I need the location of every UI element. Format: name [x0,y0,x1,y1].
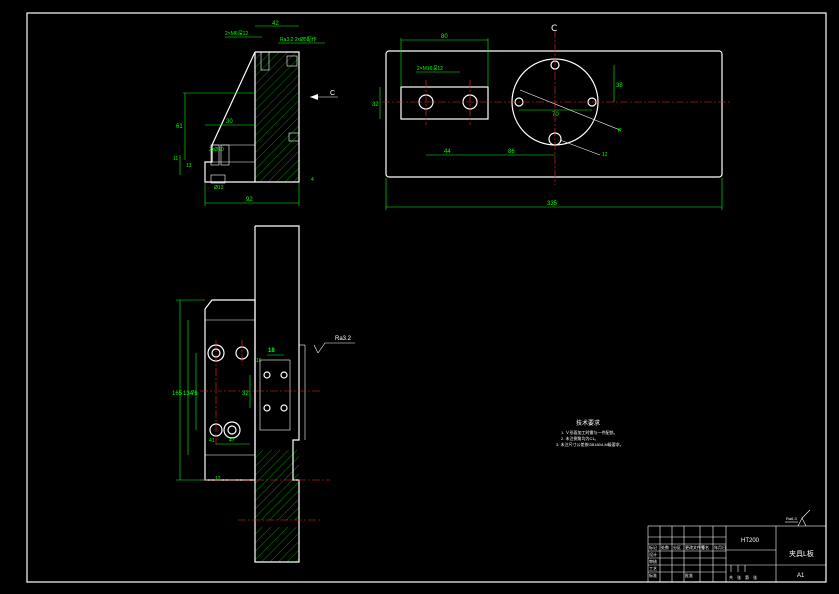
top-dim-circle: 70 [552,112,559,118]
front-view: 18 15 32 165 134 76 41 47 12 Ra3.2 [172,225,355,563]
side-view-hatched-section [255,52,299,182]
front-dim-bottom-1: 41 [209,438,215,444]
tb-row-label-2: 工艺 [649,566,657,571]
tech-note-line-1: 1. Ｖ形面加工时需与一件配铣。 [561,429,617,435]
top-dim-right-height: 38 [616,83,623,89]
side-dim-left-1: 11 [173,156,178,162]
side-dim-height: 61 [176,124,183,130]
tech-notes: 技术要求 1. Ｖ形面加工时需与一件配铣。 2. 未注倒角均为C1。 3. 未注… [556,419,624,447]
tb-scale-3: 张 [753,574,757,580]
section-mark: C [551,24,557,34]
tb-sheet-size: A1 [797,573,805,579]
tb-row-label-1: 审核 [649,558,657,564]
front-dim-small: 15 [256,358,262,364]
tb-scale-2: 第 [745,574,749,580]
tb-row-label-0: 设计 [649,551,657,557]
tb-row-label-3: 标准 [649,572,657,578]
side-dim-top-width: 42 [272,21,279,27]
tb-part-name: 夹具L板 [789,549,814,558]
side-dim-bottom-hole: Ø12 [214,185,224,191]
side-view: 42 2×M6深12 Ra3.2 2xØ5配作 61 30 2xØ10 11 1… [173,21,338,206]
tb-scale-1: 张 [737,574,741,580]
front-dim-height-3: 76 [191,391,198,397]
tb-header-2: 分区 [673,544,681,550]
top-view: C 80 2×M16深12 32 44 86 38 70 335 12 R [372,24,730,210]
front-dim-bottom-2: 47 [229,438,235,444]
tb-scale-0: 共 [729,574,733,580]
tb-header-3: 更改文件号 [685,544,705,550]
front-dim-vertical: 32 [242,391,249,397]
side-dim-step: 30 [226,119,233,125]
side-dim-roughness: Ra3.2 2xØ5配作 [280,36,317,43]
tb-header-0: 标记 [649,544,657,550]
top-dim-slot-width: 80 [441,34,448,40]
tb-header-4: 签名 [701,544,709,550]
side-dim-base-hole: 2xØ10 [209,147,224,153]
front-dim-spacing: 18 [268,348,275,354]
tb-row-label-4: 批准 [685,572,693,578]
top-dim-thread: 2×M16深12 [417,65,443,72]
top-note-r: R [618,128,622,134]
tb-roughness: Ra6.3 [786,516,797,521]
tech-note-line-3: 3. 未注尺寸公差按GB1804-M级要求。 [556,441,624,447]
side-dim-bottom-width: 92 [246,197,253,203]
front-dim-bottom-left: 12 [215,476,221,482]
side-dim-right: 4 [311,177,314,183]
tb-header-1: 处数 [661,544,669,550]
front-roughness: Ra3.2 [335,336,352,342]
side-dim-left-2: 13 [186,163,192,169]
top-dim-spacing-1: 44 [444,149,451,155]
top-dim-spacing-2: 86 [508,149,515,155]
front-dim-height-2: 134 [183,391,194,397]
top-dim-small-hole: 12 [602,152,608,158]
tb-header-5: 年月日 [714,544,726,550]
tb-material: HT200 [741,538,760,544]
top-dim-slot-height: 32 [372,102,379,108]
side-dim-thread: 2×M6深12 [225,30,248,37]
tech-notes-title: 技术要求 [576,419,600,427]
view-arrow-label: C [330,90,335,97]
front-dim-height-1: 165 [172,391,183,397]
sheet-border [26,12,827,583]
title-block: 标记 处数 分区 更改文件号 签名 年月日 设计 审核 工艺 标准 批准 HT2… [647,509,827,583]
tech-note-line-2: 2. 未注倒角均为C1。 [561,435,599,441]
top-dim-total-length: 335 [547,201,558,207]
